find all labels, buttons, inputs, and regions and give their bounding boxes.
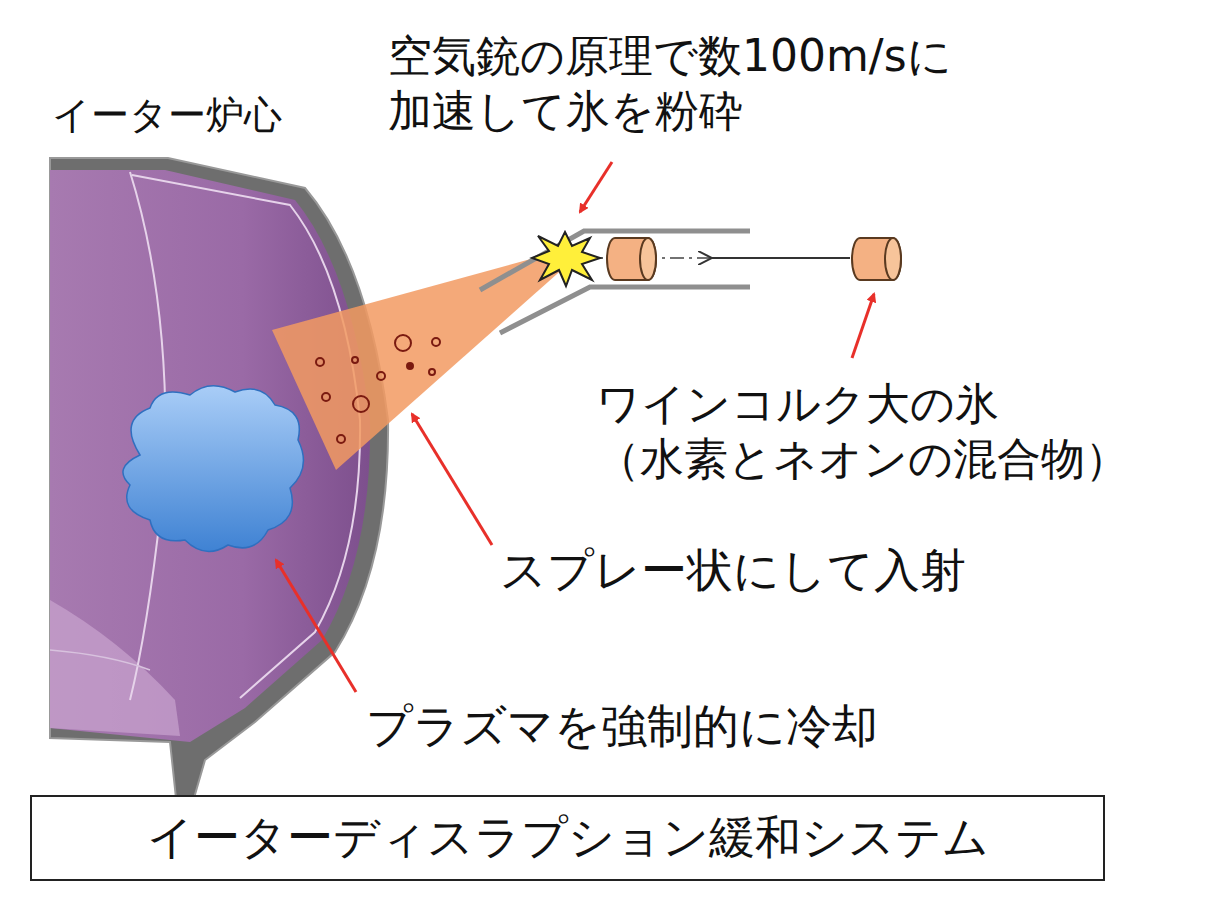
shatter-burst [532, 232, 600, 286]
reactor-core [50, 158, 388, 798]
title-box: イーターディスラプション緩和システム [30, 795, 1105, 881]
plasma-cloud [123, 386, 303, 552]
ice-pellet [607, 238, 901, 280]
injector-tube [480, 231, 750, 333]
title-text: イーターディスラプション緩和システム [147, 807, 989, 869]
annotation-label: イーター炉心 [52, 92, 282, 140]
flight-arrow [712, 257, 850, 259]
annotation-label: 空気銃の原理で数100m/sに 加速して氷を粉砕 [388, 28, 1108, 138]
annotation-label: ワインコルク大の氷 （水素とネオンの混合物） [596, 376, 1216, 486]
annotation-label: スプレー状にして入射 [500, 542, 966, 600]
annotation-label: プラズマを強制的に冷却 [366, 698, 878, 756]
spray-cone [272, 252, 566, 470]
